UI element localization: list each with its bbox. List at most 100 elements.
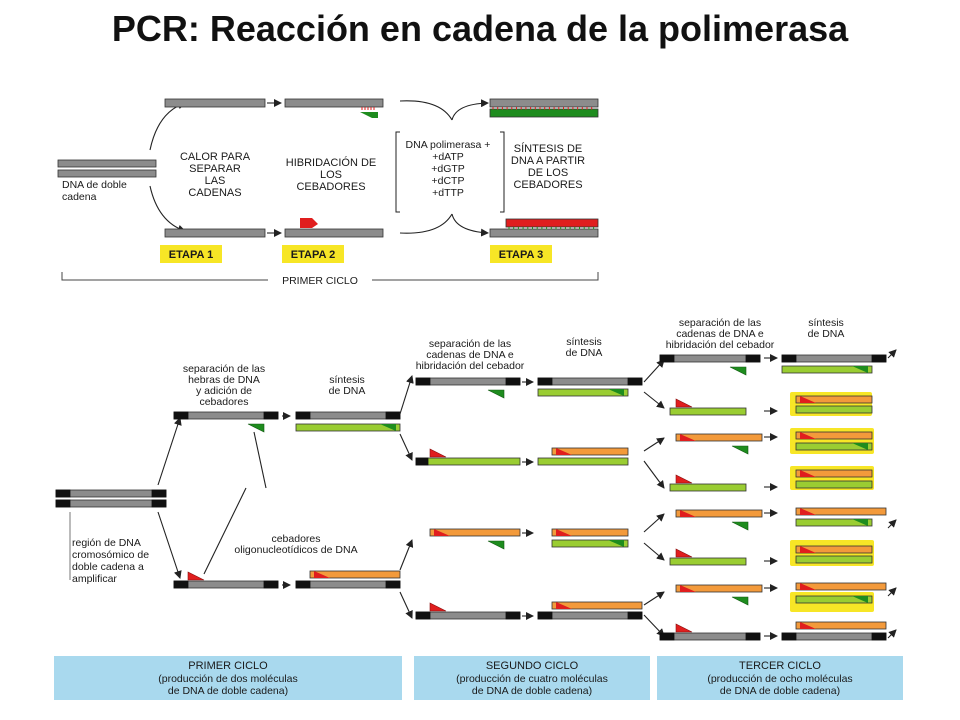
new-orange-strand: [551, 601, 643, 610]
red-primer: [800, 583, 816, 590]
dna-end-block: [745, 354, 761, 363]
new-orange-strand: [675, 509, 763, 518]
red-primer: [800, 546, 816, 553]
arrow-curve: [451, 213, 489, 237]
dna-end-block: [415, 611, 431, 620]
dna-end-block: [537, 377, 553, 386]
strand-bottom-step2: [284, 228, 384, 238]
sep-hyb2-label: hibridación del cebador: [416, 360, 525, 372]
dna-end-block: [871, 354, 887, 363]
arrow-fan: [643, 542, 665, 561]
dna-end-block: [151, 489, 167, 498]
red-primer: [800, 432, 816, 439]
reagents-label: +dATP: [432, 151, 464, 163]
green-primer: [729, 366, 747, 376]
bracket: [500, 131, 505, 213]
region-label: cromosómico de: [72, 549, 149, 561]
green-primer: [487, 540, 505, 550]
new-orange-strand: [795, 507, 887, 516]
sep-hyb3-label: cadenas de DNA e: [676, 328, 764, 340]
green-primer: [852, 596, 868, 603]
stage-badge: [490, 245, 552, 263]
arrow-out: [887, 587, 897, 597]
new-strand-green: [489, 108, 599, 118]
new-green-strand: [537, 388, 629, 397]
dna-end-block: [505, 611, 521, 620]
cycle-label-bg: [268, 273, 372, 287]
cycle-panel-title: SEGUNDO CICLO: [486, 660, 579, 672]
dna-template-strand: [781, 632, 887, 641]
dna-template-strand: [295, 411, 401, 420]
arrow-down: [149, 185, 186, 233]
stage-badge: [282, 245, 344, 263]
red-primer: [680, 434, 696, 441]
strand-top-step2: [284, 98, 384, 108]
cycle-panel-subtitle: de DNA de doble cadena): [472, 685, 592, 697]
red-primer: [675, 623, 693, 633]
step2-label: LOS: [320, 169, 342, 181]
cycle-panel-subtitle: de DNA de doble cadena): [720, 685, 840, 697]
new-orange-strand: [795, 395, 873, 404]
dna-end-block: [173, 580, 189, 589]
cycle-panel: [54, 656, 402, 700]
arrow-out: [887, 519, 897, 529]
new-green-strand: [415, 457, 521, 466]
red-primer: [556, 602, 572, 609]
dna-end-block: [781, 632, 797, 641]
start-label: cadena: [62, 191, 97, 203]
strand-separated-bottom: [164, 228, 266, 238]
primers-label: cebadores: [271, 533, 320, 545]
arrow-up: [399, 375, 414, 415]
arrow-up: [149, 101, 186, 151]
step2-label: HIBRIDACIÓN DE: [286, 156, 376, 169]
dna-template-strand: [55, 499, 167, 508]
new-orange-strand: [795, 469, 873, 478]
red-primer: [429, 448, 447, 458]
new-green-strand: [669, 407, 747, 416]
new-green-strand: [795, 405, 873, 414]
dna-end-block: [385, 580, 401, 589]
red-primer: [556, 529, 572, 536]
dna-end-block: [627, 611, 643, 620]
new-orange-strand: [551, 447, 629, 456]
reagents-label: DNA polimerasa +: [406, 139, 491, 151]
synth3-label: síntesis: [808, 317, 844, 329]
green-primer: [852, 443, 868, 450]
dna-strand-start: [57, 159, 157, 168]
green-primer: [731, 445, 749, 455]
green-primer: [731, 596, 749, 606]
green-primer: [247, 423, 265, 433]
arrow-down: [157, 511, 182, 579]
red-primer: [429, 602, 447, 612]
dna-end-block: [659, 632, 675, 641]
step1-label: CADENAS: [188, 187, 241, 199]
dna-template-strand: [537, 611, 643, 620]
red-primer: [675, 548, 693, 558]
arrow-fan: [643, 437, 665, 452]
dna-end-block: [55, 499, 71, 508]
start-label: DNA de doble: [62, 179, 127, 191]
dna-template-strand: [295, 580, 401, 589]
green-primer: [380, 424, 396, 431]
strand-bottom-step3: [489, 228, 599, 238]
new-orange-strand: [429, 528, 521, 537]
red-primer: [187, 571, 205, 581]
red-primer: [314, 571, 330, 578]
sep-add-label: separación de las: [183, 363, 265, 375]
red-primer: [800, 470, 816, 477]
arrow-fan: [643, 391, 665, 409]
bracket: [395, 131, 400, 213]
cycle-panel-title: PRIMER CICLO: [188, 660, 268, 672]
arrow-up: [399, 539, 414, 571]
dna-end-block: [263, 411, 279, 420]
cycle-panel-subtitle: (producción de dos moléculas: [158, 673, 298, 685]
synth1-label: síntesis: [329, 374, 365, 386]
green-primer: [852, 366, 868, 373]
red-primer: [675, 398, 693, 408]
sep-hyb2-label: cadenas de DNA e: [426, 349, 514, 361]
stage-badge-label: ETAPA 1: [169, 249, 213, 261]
step3-label: DNA A PARTIR: [511, 155, 585, 167]
dna-template-strand: [659, 632, 761, 641]
strand-separated-top: [164, 98, 266, 108]
cycle-panel-title: TERCER CICLO: [739, 660, 821, 672]
